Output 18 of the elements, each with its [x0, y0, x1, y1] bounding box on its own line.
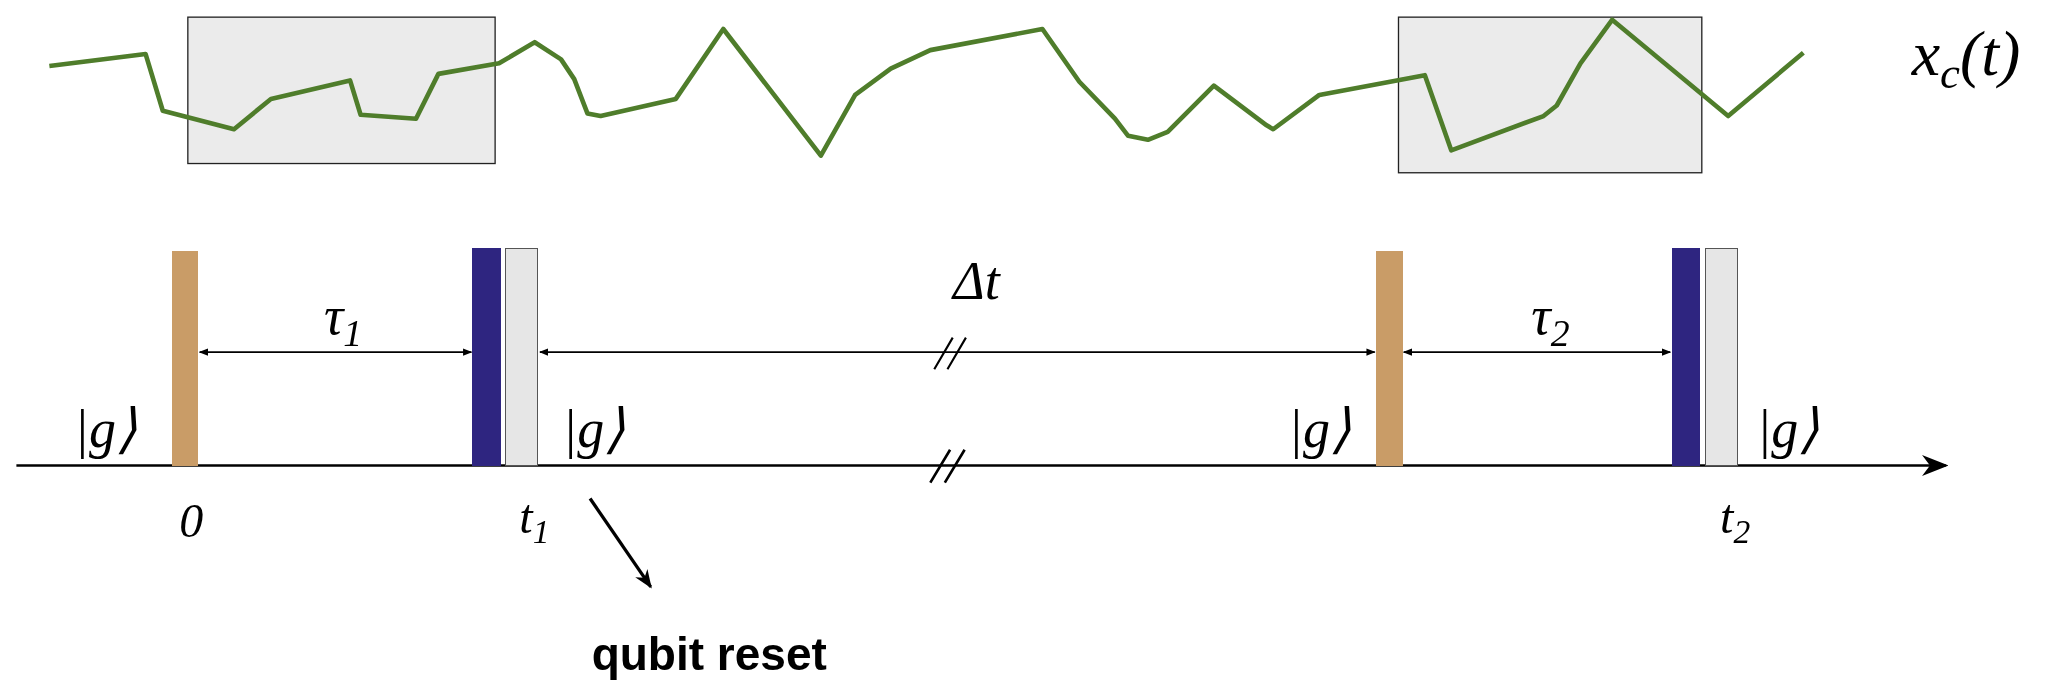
math-label: 0 [179, 497, 204, 546]
math-label: t$_{1}$ [519, 493, 550, 550]
pulse-bar [505, 248, 539, 466]
pulse-bar [472, 248, 502, 466]
math-label: t$_{2}$ [1720, 493, 1751, 550]
annotation-text: qubit reset [591, 627, 827, 682]
edge-label: Δt [953, 254, 1000, 309]
pulse-bar [171, 250, 198, 466]
arrow [198, 348, 473, 356]
edge-label: τ$_{1}$ [323, 289, 363, 353]
math-label: x$_{c}$(t) [1911, 22, 2021, 97]
edge-label: τ$_{2}$ [1531, 289, 1570, 353]
arrow [588, 497, 653, 589]
pulse-bar [1376, 250, 1403, 466]
pulse-bar [1671, 248, 1700, 466]
arrow [1402, 348, 1672, 356]
arrow [539, 348, 1376, 356]
pulse-bar [1704, 248, 1738, 466]
